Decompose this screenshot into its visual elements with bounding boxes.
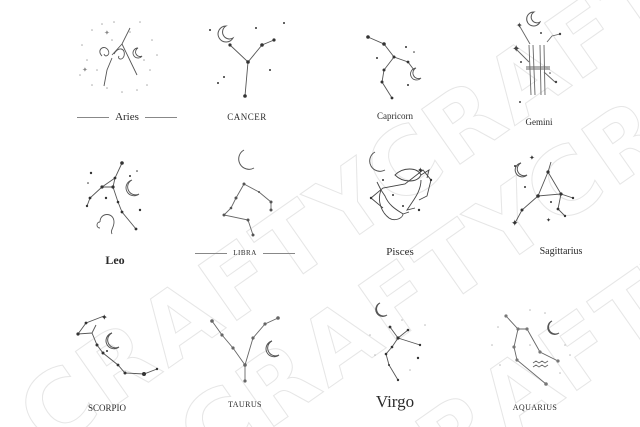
libra-constellation-icon xyxy=(222,149,273,237)
svg-text:✦: ✦ xyxy=(512,44,520,55)
sign-sagittarius: ✦ ✦ ✦ Sagittarius xyxy=(493,140,640,280)
svg-text:✦: ✦ xyxy=(82,66,88,74)
sign-leo: Leo xyxy=(60,140,210,280)
taurus-constellation-icon xyxy=(210,316,280,383)
sign-label: TAURUS xyxy=(228,400,262,409)
sagittarius-constellation-icon: ✦ ✦ ✦ xyxy=(511,154,575,228)
sign-name: LIBRA xyxy=(233,249,257,257)
svg-text:✦: ✦ xyxy=(511,218,519,228)
sign-label: Leo xyxy=(105,253,125,267)
svg-text:✦: ✦ xyxy=(104,29,110,37)
leo-constellation-icon xyxy=(85,161,142,235)
divider xyxy=(144,116,177,118)
sign-virgo: Virgo xyxy=(340,285,490,425)
virgo-constellation-icon xyxy=(369,302,426,382)
sign-scorpio: ✦ SCORPIO xyxy=(52,285,202,425)
sign-label: Gemini xyxy=(525,117,553,127)
sign-cancer: CANCER xyxy=(182,0,332,140)
sign-label: Capricorn xyxy=(377,111,413,121)
sign-libra: LIBRA xyxy=(195,140,346,280)
sign-label: LIBRA xyxy=(170,249,320,257)
sign-label: Virgo xyxy=(375,392,415,411)
divider xyxy=(195,252,228,254)
svg-text:✦: ✦ xyxy=(101,313,108,322)
sign-aries: ✦ ✦ Aries xyxy=(52,0,202,140)
aquarius-constellation-icon xyxy=(491,309,571,386)
sign-label: Sagittarius xyxy=(539,246,583,257)
sign-pisces: ✦ Pisces xyxy=(345,140,495,280)
sign-capricorn: Capricorn xyxy=(322,0,472,140)
sign-taurus: TAURUS xyxy=(190,285,340,425)
scorpio-constellation-icon: ✦ xyxy=(76,313,159,376)
sign-label: Pisces xyxy=(386,246,414,258)
sign-label: AQUARIUS xyxy=(512,403,558,412)
divider xyxy=(262,252,295,254)
sign-label: SCORPIO xyxy=(87,403,126,413)
cancer-constellation-icon xyxy=(209,22,285,98)
gemini-constellation-icon: ✦ ✦ xyxy=(512,11,562,103)
sign-label: CANCER xyxy=(227,112,267,122)
pisces-constellation-icon: ✦ xyxy=(369,151,433,221)
capricorn-constellation-icon xyxy=(366,35,422,100)
sign-name: Aries xyxy=(115,111,139,123)
sign-gemini: ✦ ✦ Gemini xyxy=(472,0,622,140)
sign-aquarius: AQUARIUS xyxy=(470,285,620,425)
sign-label: Aries xyxy=(52,111,202,123)
svg-text:✦: ✦ xyxy=(417,166,424,175)
aries-constellation-icon: ✦ ✦ xyxy=(79,21,158,93)
svg-text:✦: ✦ xyxy=(546,217,551,224)
svg-text:✦: ✦ xyxy=(529,154,535,162)
divider xyxy=(77,116,110,118)
svg-text:✦: ✦ xyxy=(516,21,523,30)
